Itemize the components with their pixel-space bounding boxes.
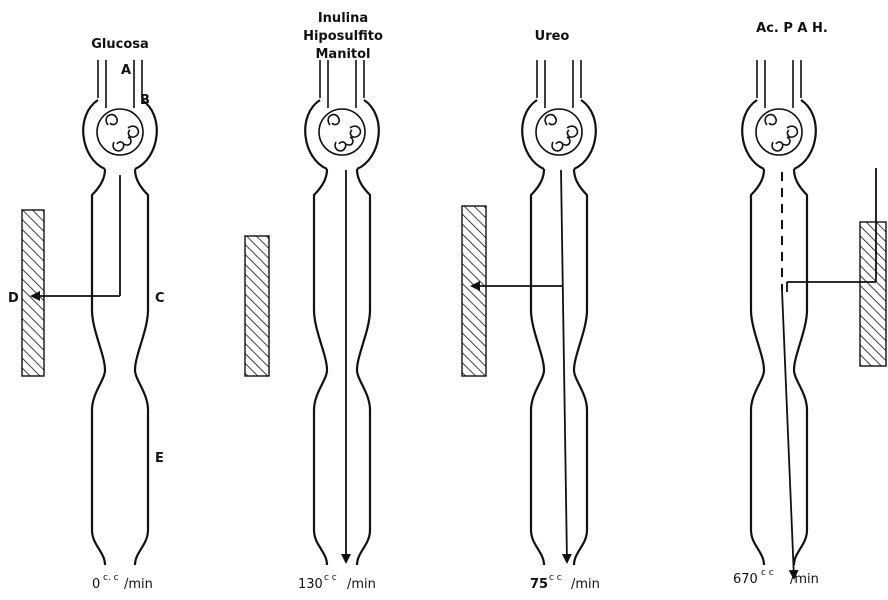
nephron-outline xyxy=(742,60,816,565)
nephron-title: Glucosa xyxy=(91,37,149,52)
rate-unit: /min xyxy=(790,572,819,587)
rate-unit: /min xyxy=(124,577,153,592)
label-a: A xyxy=(121,63,131,78)
nephron-pah: Ac. P A H. 670 c c /min xyxy=(733,21,886,587)
nephron-title-line-1: Inulina xyxy=(318,11,368,26)
excretion-arrow xyxy=(561,170,567,562)
nephron-title: Ac. P A H. xyxy=(756,21,828,36)
rate-value: 0 xyxy=(92,577,100,592)
rate-unit: /min xyxy=(571,577,600,592)
label-c: C xyxy=(155,291,165,306)
clearance-rate: 130 c c /min xyxy=(298,573,376,592)
nephron-ureo: Ureo 75 c c /min xyxy=(462,29,600,592)
clearance-rate: 670 c c /min xyxy=(733,568,819,587)
nephron-outline xyxy=(83,60,157,565)
clearance-rate: 0 c. c /min xyxy=(92,573,153,592)
excretion-arrow xyxy=(782,290,794,578)
label-d: D xyxy=(8,291,19,306)
nephron-title-line-3: Manitol xyxy=(315,47,370,62)
nephron-glucosa: Glucosa A B D C E 0 c. c /min xyxy=(8,37,165,592)
nephron-outline xyxy=(305,60,379,565)
capillary-wall xyxy=(245,236,269,376)
label-e: E xyxy=(155,451,164,466)
capillary-wall xyxy=(462,206,486,376)
capillary-wall xyxy=(860,222,886,366)
rate-value: 130 xyxy=(298,577,323,592)
nephron-title-line-2: Hiposulfito xyxy=(303,29,383,44)
rate-unit-sup: c c xyxy=(549,573,562,583)
nephron-outline xyxy=(522,60,596,565)
clearance-rate: 75 c c /min xyxy=(530,573,600,592)
rate-unit-sup: c c xyxy=(324,573,337,583)
capillary-wall xyxy=(22,210,44,376)
rate-unit: /min xyxy=(347,577,376,592)
rate-unit-sup: c c xyxy=(761,568,774,578)
rate-value: 670 xyxy=(733,572,758,587)
rate-unit-sup: c. c xyxy=(103,573,119,583)
nephron-inulina: Inulina Hiposulfito Manitol 130 c c /min xyxy=(245,11,383,592)
rate-value: 75 xyxy=(530,577,548,592)
nephron-title: Ureo xyxy=(535,29,570,44)
